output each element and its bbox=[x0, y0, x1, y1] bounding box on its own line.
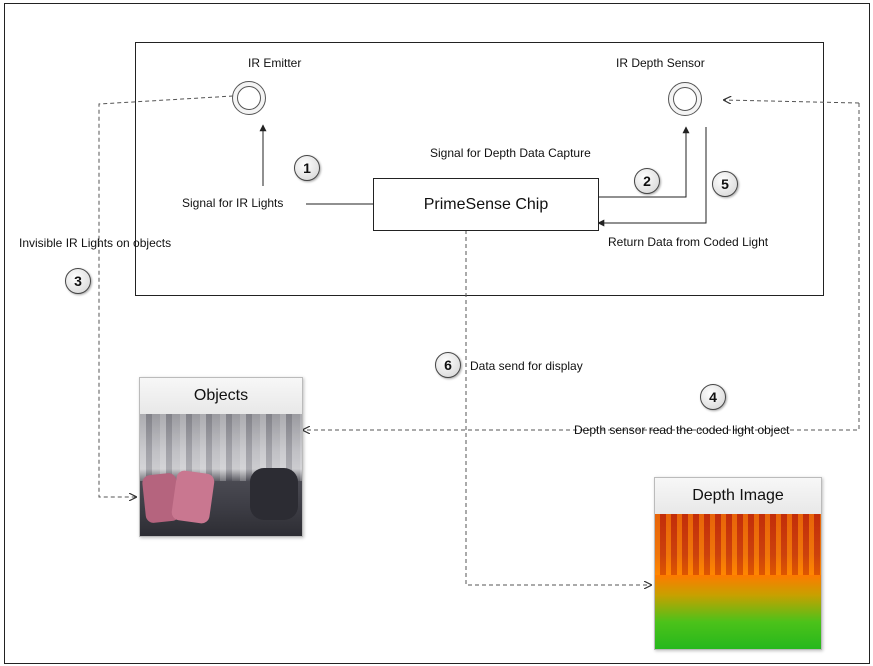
primesense-chip: PrimeSense Chip bbox=[373, 178, 599, 231]
depth-sensor-read-label: Depth sensor read the coded light object bbox=[574, 423, 790, 437]
signal-ir-lights-label: Signal for IR Lights bbox=[182, 196, 284, 210]
step-badge-6: 6 bbox=[435, 352, 461, 378]
data-send-label: Data send for display bbox=[470, 359, 583, 373]
ir-emitter-icon bbox=[232, 81, 266, 115]
dashed-sensor-to-objects bbox=[303, 103, 860, 430]
depth-image-photo bbox=[655, 514, 821, 649]
step-badge-1: 1 bbox=[294, 155, 320, 181]
sofa-arm bbox=[250, 468, 298, 520]
pillow-right bbox=[170, 469, 216, 525]
dashed-emitter-to-objects bbox=[98, 95, 234, 497]
dashed-chip-to-depth-image bbox=[465, 230, 651, 585]
objects-photo bbox=[140, 414, 302, 536]
outer-frame bbox=[4, 3, 870, 664]
step-badge-5: 5 bbox=[712, 171, 738, 197]
arrow-return-data bbox=[597, 127, 707, 227]
ir-emitter-label: IR Emitter bbox=[248, 56, 302, 70]
objects-card: Objects bbox=[139, 377, 303, 537]
dashed-loop-to-sensor bbox=[724, 100, 860, 103]
step-badge-2: 2 bbox=[634, 168, 660, 194]
signal-depth-capture-label: Signal for Depth Data Capture bbox=[430, 146, 591, 160]
depth-image-card-title: Depth Image bbox=[655, 478, 821, 514]
kinect-device-box bbox=[135, 42, 824, 296]
invisible-ir-label: Invisible IR Lights on objects bbox=[19, 236, 172, 250]
ir-depth-sensor-label: IR Depth Sensor bbox=[616, 56, 705, 70]
return-data-label: Return Data from Coded Light bbox=[608, 235, 769, 249]
depth-image-card: Depth Image bbox=[654, 477, 822, 650]
step-badge-4: 4 bbox=[700, 384, 726, 410]
step-badge-3: 3 bbox=[65, 268, 91, 294]
objects-card-title: Objects bbox=[140, 378, 302, 414]
arrow-to-sensor bbox=[597, 126, 690, 198]
ir-depth-sensor-icon bbox=[668, 82, 702, 116]
